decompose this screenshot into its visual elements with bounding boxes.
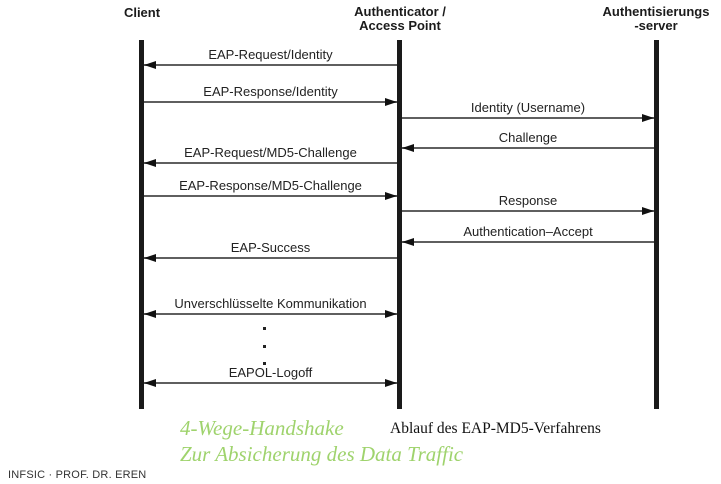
arrowhead-left-eap-request-identity [144, 61, 156, 69]
message-label-authentication-accept: Authentication–Accept [463, 224, 593, 239]
arrowhead-right-eap-response-md5-challenge [385, 192, 397, 200]
message-line-eap-request-md5-challenge [144, 162, 397, 164]
message-label-eap-response-identity: EAP-Response/Identity [203, 84, 338, 99]
ellipsis-dot-3 [263, 362, 266, 365]
arrowhead-left-eap-success [144, 254, 156, 262]
arrowhead-left-authentication-accept [402, 238, 414, 246]
message-label-unverschl-sselte-kommunikation: Unverschlüsselte Kommunikation [174, 296, 367, 311]
actor-label-server: Authentisierungs-server [566, 5, 721, 33]
message-label-eap-success: EAP-Success [230, 240, 311, 255]
message-label-identity-username: Identity (Username) [470, 100, 586, 115]
message-line-unverschl-sselte-kommunikation [144, 313, 397, 315]
arrowhead-left-unverschl-sselte-kommunikation [144, 310, 156, 318]
handshake-caption-line2: Zur Absicherung des Data Traffic [180, 442, 464, 466]
message-label-eap-request-md5-challenge: EAP-Request/MD5-Challenge [184, 145, 357, 160]
message-line-eap-response-md5-challenge [144, 195, 397, 197]
lifeline-client [139, 40, 144, 409]
message-line-challenge [402, 147, 654, 149]
ellipsis-dot-1 [263, 327, 266, 330]
actor-label-line: -server [634, 18, 678, 33]
arrowhead-right-eapol-logoff [385, 379, 397, 387]
message-label-response: Response [498, 193, 558, 208]
arrowhead-right-eap-response-identity [385, 98, 397, 106]
lifeline-authenticator [397, 40, 402, 409]
actor-label-authenticator: Authenticator /Access Point [310, 5, 490, 33]
arrowhead-left-eap-request-md5-challenge [144, 159, 156, 167]
message-line-eap-response-identity [144, 101, 397, 103]
arrowhead-left-eapol-logoff [144, 379, 156, 387]
actor-label-line: Access Point [359, 18, 441, 33]
arrowhead-right-response [642, 207, 654, 215]
actor-label-client: Client [52, 6, 232, 20]
message-label-eapol-logoff: EAPOL-Logoff [228, 365, 313, 380]
handshake-caption-line1: 4-Wege-Handshake [180, 416, 344, 440]
ellipsis-dot-2 [263, 345, 266, 348]
message-label-eap-response-md5-challenge: EAP-Response/MD5-Challenge [179, 178, 362, 193]
arrowhead-right-unverschl-sselte-kommunikation [385, 310, 397, 318]
arrowhead-left-challenge [402, 144, 414, 152]
message-line-response [402, 210, 654, 212]
actor-label-line: Client [123, 5, 161, 20]
message-line-authentication-accept [402, 241, 654, 243]
footer-credit: INFSIC · PROF. DR. EREN [8, 469, 147, 481]
diagram-caption: Ablauf des EAP-MD5-Verfahrens [390, 420, 601, 437]
message-line-eapol-logoff [144, 382, 397, 384]
arrowhead-right-identity-username [642, 114, 654, 122]
message-label-eap-request-identity: EAP-Request/Identity [208, 47, 333, 62]
lifeline-server [654, 40, 659, 409]
actor-label-line: Authentisierungs [602, 4, 710, 19]
message-line-identity-username [402, 117, 654, 119]
actor-label-line: Authenticator / [354, 4, 446, 19]
message-line-eap-request-identity [144, 64, 397, 66]
message-label-challenge: Challenge [498, 130, 558, 145]
message-line-eap-success [144, 257, 397, 259]
